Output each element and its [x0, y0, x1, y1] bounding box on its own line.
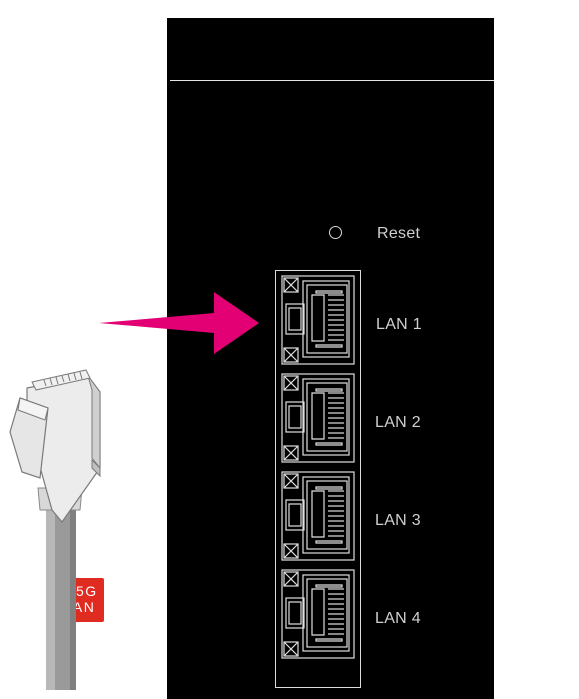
rj45-port-icon	[281, 373, 355, 463]
reset-button[interactable]	[329, 226, 342, 239]
rj45-port-icon	[281, 275, 355, 365]
lan-4-label: LAN 4	[375, 610, 421, 627]
router-back-panel: Reset	[167, 18, 494, 699]
lan-2-label: LAN 2	[375, 414, 421, 431]
reset-label: Reset	[377, 225, 421, 242]
arrow-right-icon	[99, 292, 259, 354]
lan-port-block	[275, 270, 361, 688]
panel-divider	[170, 80, 494, 81]
rj45-port-icon	[281, 569, 355, 659]
ethernet-plug-icon	[9, 369, 101, 690]
lan-1-label: LAN 1	[376, 316, 422, 333]
rj45-ports-graphic	[281, 275, 355, 659]
rj45-port-icon	[281, 471, 355, 561]
lan-3-label: LAN 3	[375, 512, 421, 529]
